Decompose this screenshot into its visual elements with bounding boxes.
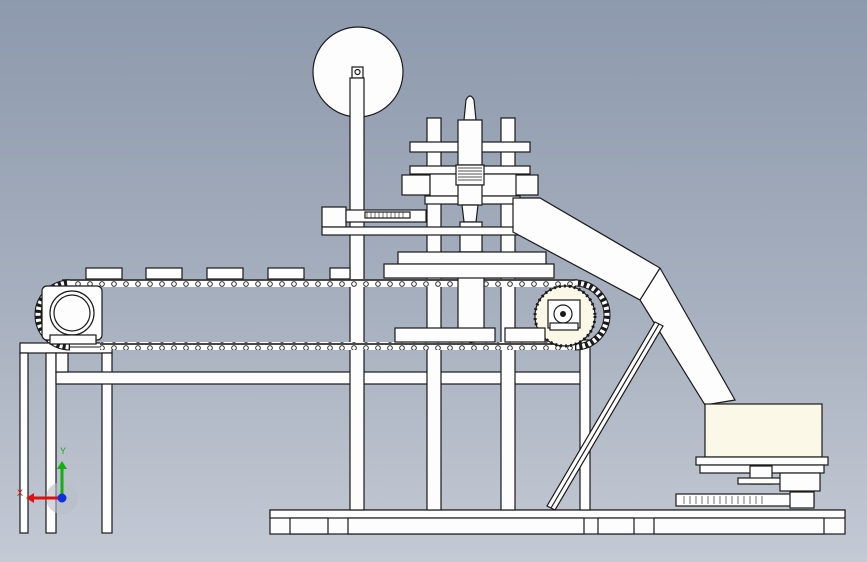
discharge-chute (512, 197, 736, 406)
x-axis-label: X (17, 488, 23, 498)
tail-sprocket (533, 284, 597, 348)
conveyor-right-leg (579, 339, 591, 511)
y-axis-label: Y (60, 446, 66, 456)
mid-plates (383, 251, 555, 343)
central-shaft (455, 95, 485, 344)
reel-post (349, 77, 365, 511)
z-axis-dot (57, 493, 67, 503)
diagonal-brace (546, 321, 664, 511)
y-axis-arrowhead (57, 461, 67, 469)
clamp-arm (321, 206, 523, 236)
linear-rail (675, 491, 815, 509)
spool-reel (312, 26, 404, 118)
coordinate-triad[interactable]: X Y (17, 446, 78, 514)
drive-motor (41, 285, 103, 345)
conveyor-carriers (85, 267, 351, 280)
x-axis-arrowhead (26, 493, 34, 503)
collection-bin (695, 403, 829, 492)
main-columns (426, 117, 516, 511)
base-frame (269, 509, 846, 535)
